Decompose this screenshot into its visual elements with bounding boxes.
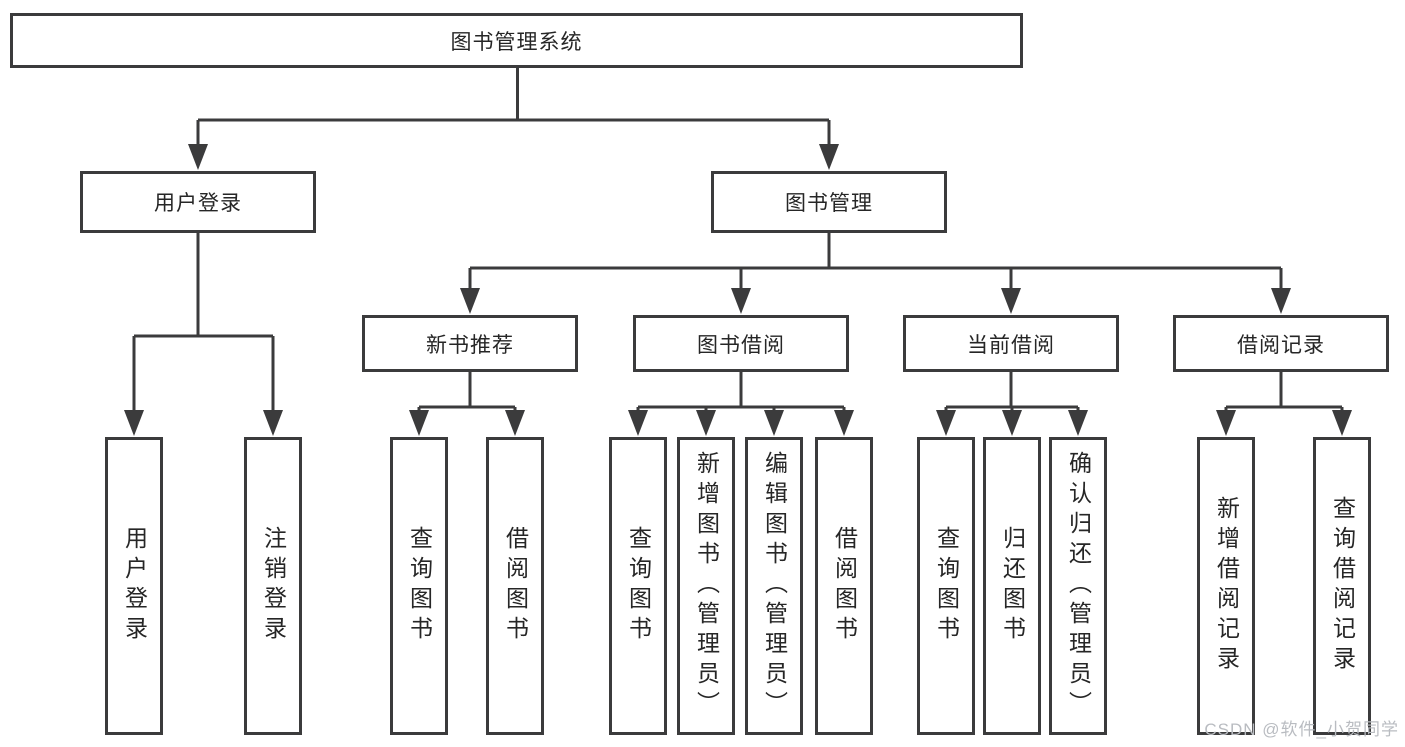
leaf-label: 借阅图书 bbox=[831, 526, 858, 646]
arrow-down-icon bbox=[263, 410, 283, 436]
leaf-label: 编辑图书（管理员） bbox=[761, 451, 788, 721]
leaf-label: 注销登录 bbox=[260, 526, 287, 646]
leaf-query-borrow-record: 查询借阅记录 bbox=[1313, 437, 1371, 735]
arrow-down-icon bbox=[696, 410, 716, 436]
connector-newbook-children bbox=[409, 372, 525, 436]
node-label: 图书借阅 bbox=[697, 333, 785, 357]
arrow-down-icon bbox=[188, 144, 208, 170]
node-borrow-records: 借阅记录 bbox=[1173, 315, 1389, 372]
arrow-down-icon bbox=[1271, 288, 1291, 314]
leaf-label: 查询图书 bbox=[933, 526, 960, 646]
node-user-login: 用户登录 bbox=[80, 171, 316, 233]
node-new-book-recommend: 新书推荐 bbox=[362, 315, 578, 372]
node-book-management: 图书管理 bbox=[711, 171, 947, 233]
leaf-label: 确认归还（管理员） bbox=[1065, 451, 1092, 721]
connector-bookborrow-children bbox=[628, 372, 854, 436]
node-label: 图书管理 bbox=[785, 192, 873, 215]
node-label: 借阅记录 bbox=[1237, 333, 1325, 357]
arrow-down-icon bbox=[124, 410, 144, 436]
leaf-query-books-borrow: 查询图书 bbox=[609, 437, 667, 735]
node-book-borrowing: 图书借阅 bbox=[633, 315, 849, 372]
node-label: 新书推荐 bbox=[426, 333, 514, 357]
connector-currentborrow-children bbox=[936, 372, 1088, 436]
node-library-management-system: 图书管理系统 bbox=[10, 13, 1023, 68]
leaf-confirm-return-admin: 确认归还（管理员） bbox=[1049, 437, 1107, 735]
node-label: 图书管理系统 bbox=[450, 30, 583, 54]
arrow-down-icon bbox=[628, 410, 648, 436]
leaf-label: 归还图书 bbox=[999, 526, 1026, 646]
leaf-borrow-books-recommend: 借阅图书 bbox=[486, 437, 544, 735]
leaf-label: 用户登录 bbox=[121, 526, 148, 646]
arrow-down-icon bbox=[764, 410, 784, 436]
arrow-down-icon bbox=[409, 410, 429, 436]
connector-root-to-level2 bbox=[188, 68, 839, 170]
arrow-down-icon bbox=[1332, 410, 1352, 436]
arrow-down-icon bbox=[819, 144, 839, 170]
arrow-down-icon bbox=[1068, 410, 1088, 436]
arrow-down-icon bbox=[460, 288, 480, 314]
connector-borrowrecords-children bbox=[1216, 372, 1352, 436]
node-label: 用户登录 bbox=[154, 192, 242, 215]
csdn-watermark: CSDN @软件_小贺同学 bbox=[1204, 720, 1399, 739]
leaf-query-books-recommend: 查询图书 bbox=[390, 437, 448, 735]
arrow-down-icon bbox=[1002, 410, 1022, 436]
connector-userlogin-children bbox=[124, 233, 283, 436]
leaf-return-books: 归还图书 bbox=[983, 437, 1041, 735]
arrow-down-icon bbox=[936, 410, 956, 436]
leaf-logout: 注销登录 bbox=[244, 437, 302, 735]
leaf-query-books-current: 查询图书 bbox=[917, 437, 975, 735]
arrow-down-icon bbox=[834, 410, 854, 436]
node-current-borrowing: 当前借阅 bbox=[903, 315, 1119, 372]
leaf-label: 查询借阅记录 bbox=[1329, 496, 1356, 676]
arrow-down-icon bbox=[1001, 288, 1021, 314]
leaf-label: 借阅图书 bbox=[502, 526, 529, 646]
arrow-down-icon bbox=[505, 410, 525, 436]
arrow-down-icon bbox=[731, 288, 751, 314]
leaf-label: 新增借阅记录 bbox=[1213, 496, 1240, 676]
leaf-label: 查询图书 bbox=[625, 526, 652, 646]
leaf-edit-books-admin: 编辑图书（管理员） bbox=[745, 437, 803, 735]
leaf-label: 新增图书（管理员） bbox=[693, 451, 720, 721]
leaf-label: 查询图书 bbox=[406, 526, 433, 646]
leaf-add-books-admin: 新增图书（管理员） bbox=[677, 437, 735, 735]
node-label: 当前借阅 bbox=[967, 333, 1055, 357]
connector-bookmanagement-children bbox=[460, 233, 1291, 314]
leaf-add-borrow-record: 新增借阅记录 bbox=[1197, 437, 1255, 735]
leaf-borrow-books: 借阅图书 bbox=[815, 437, 873, 735]
leaf-user-login: 用户登录 bbox=[105, 437, 163, 735]
arrow-down-icon bbox=[1216, 410, 1236, 436]
